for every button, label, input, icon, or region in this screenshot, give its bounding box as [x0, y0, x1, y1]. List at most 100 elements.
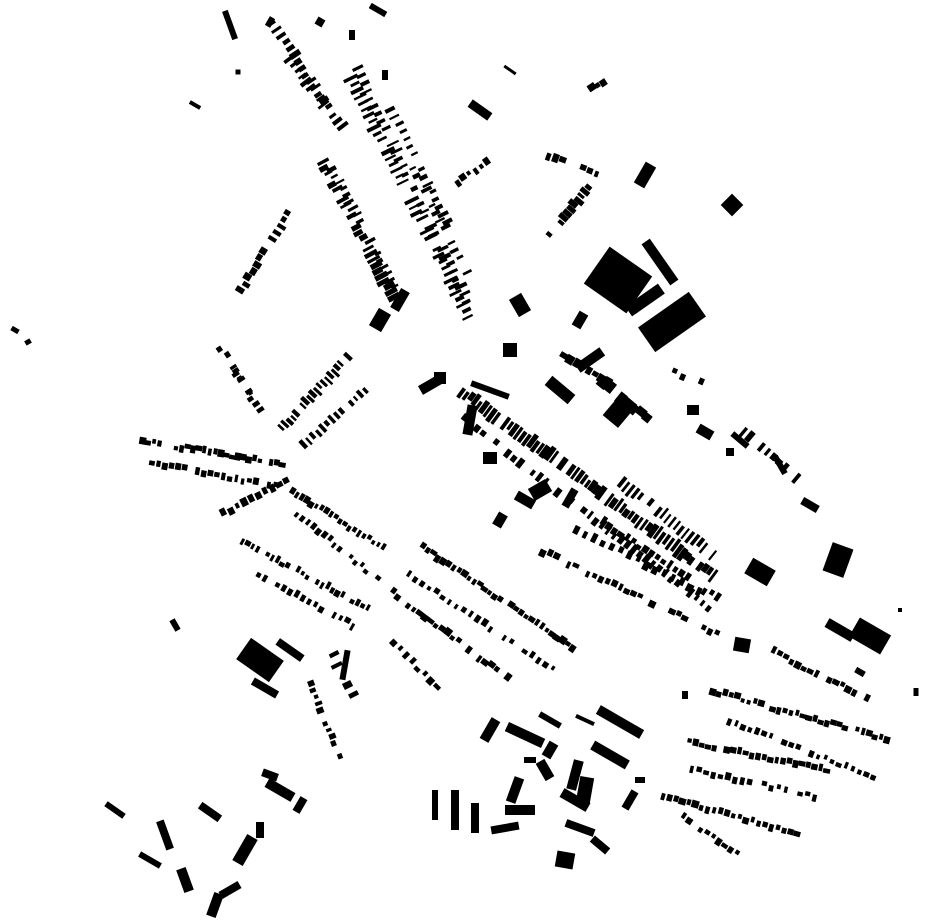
- building: [366, 254, 381, 265]
- building: [684, 530, 696, 544]
- building: [761, 821, 769, 828]
- building: [695, 537, 706, 548]
- building: [617, 583, 624, 592]
- building: [618, 502, 628, 514]
- building: [634, 543, 642, 551]
- building: [324, 581, 332, 590]
- building: [453, 603, 459, 610]
- large-building: [222, 9, 238, 41]
- building: [704, 744, 712, 751]
- building: [226, 475, 233, 483]
- building: [389, 113, 400, 121]
- building: [429, 188, 437, 195]
- large-building: [561, 487, 579, 509]
- building: [572, 524, 581, 536]
- building: [841, 724, 849, 732]
- building: [401, 650, 411, 660]
- building: [434, 203, 444, 211]
- building: [254, 545, 261, 554]
- building: [529, 440, 541, 453]
- building: [319, 378, 329, 388]
- building: [417, 165, 426, 172]
- building: [586, 479, 599, 493]
- building: [630, 513, 640, 525]
- building: [415, 213, 429, 223]
- building: [457, 172, 468, 182]
- large-building: [503, 343, 517, 357]
- building: [767, 784, 774, 792]
- building: [687, 737, 693, 744]
- building: [376, 135, 388, 143]
- building: [741, 816, 750, 825]
- building: [702, 769, 710, 776]
- building: [591, 483, 602, 496]
- building: [446, 598, 453, 606]
- building: [380, 263, 389, 270]
- building: [404, 602, 412, 610]
- building: [330, 368, 341, 378]
- building: [444, 559, 453, 569]
- building: [610, 578, 619, 588]
- building: [217, 448, 225, 458]
- building: [698, 742, 705, 749]
- building: [625, 550, 634, 561]
- building: [293, 589, 301, 599]
- building: [760, 730, 768, 738]
- building: [264, 551, 271, 558]
- building: [390, 147, 403, 155]
- building: [306, 394, 316, 404]
- large-building: [24, 338, 32, 346]
- building: [723, 808, 731, 818]
- building: [591, 572, 598, 579]
- building: [386, 139, 400, 148]
- building: [567, 198, 579, 209]
- large-building: [432, 790, 438, 820]
- building: [811, 794, 818, 803]
- large-building: [535, 758, 555, 782]
- building: [410, 151, 419, 157]
- building: [343, 616, 352, 625]
- building: [486, 589, 493, 596]
- large-building: [505, 776, 525, 804]
- building: [223, 350, 232, 359]
- building: [835, 720, 843, 728]
- building: [364, 96, 374, 103]
- building: [743, 430, 756, 443]
- building: [404, 195, 420, 206]
- building: [226, 506, 236, 516]
- building: [280, 584, 288, 593]
- building: [664, 537, 676, 551]
- building: [856, 769, 863, 776]
- building: [375, 257, 384, 265]
- building: [144, 440, 152, 446]
- building: [652, 525, 664, 540]
- building: [317, 605, 325, 614]
- building: [456, 566, 463, 574]
- building: [346, 211, 358, 221]
- building: [472, 423, 482, 434]
- building: [373, 110, 383, 118]
- building: [380, 146, 396, 157]
- building: [328, 586, 336, 595]
- building: [268, 483, 277, 494]
- large-building: [390, 287, 410, 313]
- large-building: [218, 881, 242, 899]
- building: [630, 537, 638, 545]
- building: [374, 250, 382, 257]
- building: [610, 532, 618, 540]
- building: [403, 135, 411, 142]
- building: [557, 634, 568, 646]
- building: [787, 741, 795, 749]
- building: [680, 811, 688, 820]
- building: [328, 732, 337, 740]
- building: [362, 244, 375, 253]
- building: [700, 587, 708, 596]
- building: [437, 624, 447, 633]
- building: [336, 195, 350, 205]
- building: [348, 553, 354, 560]
- building: [218, 507, 228, 517]
- building: [604, 577, 612, 586]
- building: [571, 357, 582, 369]
- building: [550, 665, 556, 671]
